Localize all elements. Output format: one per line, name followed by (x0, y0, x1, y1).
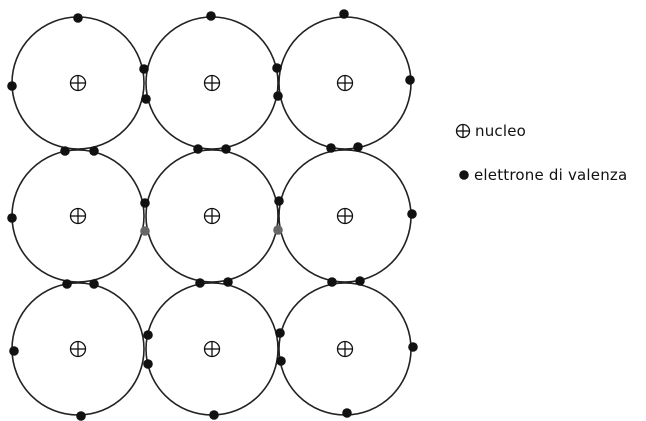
valence-electron (139, 64, 149, 74)
valence-electron (62, 279, 72, 289)
valence-electron (60, 146, 70, 156)
valence-electron (89, 279, 99, 289)
valence-electrons (7, 9, 418, 421)
valence-electron (221, 144, 231, 154)
valence-electron (353, 142, 363, 152)
legend-electron-label: elettrone di valenza (474, 166, 628, 184)
valence-electron (355, 276, 365, 286)
nucleus-symbol (336, 74, 354, 92)
nucleus-symbol (203, 207, 221, 225)
valence-electron (140, 226, 150, 236)
nucleus-symbol (336, 207, 354, 225)
valence-electron (209, 410, 219, 420)
atom-shell (145, 149, 279, 283)
valence-electron (407, 209, 417, 219)
valence-electron (195, 278, 205, 288)
valence-electron (9, 346, 19, 356)
valence-electron (272, 63, 282, 73)
valence-electron (89, 146, 99, 156)
legend-nucleus: nucleo (455, 122, 526, 140)
valence-electron (206, 11, 216, 21)
circle-plus-icon (455, 123, 471, 139)
valence-electron (405, 75, 415, 85)
nucleus-symbol (336, 340, 354, 358)
valence-electron (141, 94, 151, 104)
nucleus-symbol (69, 207, 87, 225)
legend-electron: elettrone di valenza (458, 166, 627, 184)
valence-electron (223, 277, 233, 287)
valence-electron (273, 225, 283, 235)
valence-electron (140, 198, 150, 208)
valence-electron (274, 196, 284, 206)
valence-electron (342, 408, 352, 418)
valence-electron (276, 356, 286, 366)
valence-electron (275, 328, 285, 338)
valence-electron (143, 330, 153, 340)
valence-electron (7, 213, 17, 223)
valence-electron (143, 359, 153, 369)
valence-electron (339, 9, 349, 19)
valence-electron (7, 81, 17, 91)
nucleus-symbol (69, 340, 87, 358)
valence-electron (327, 277, 337, 287)
valence-electron (76, 411, 86, 421)
nucleus-symbol (69, 74, 87, 92)
valence-electron (326, 143, 336, 153)
nucleus-symbol (203, 74, 221, 92)
valence-electron (273, 91, 283, 101)
nucleus-symbol (203, 340, 221, 358)
valence-electron (73, 13, 83, 23)
valence-electron (193, 144, 203, 154)
legend-nucleus-label: nucleo (475, 122, 527, 140)
filled-dot-icon (459, 170, 469, 180)
valence-electron (408, 342, 418, 352)
nuclei (69, 74, 354, 358)
